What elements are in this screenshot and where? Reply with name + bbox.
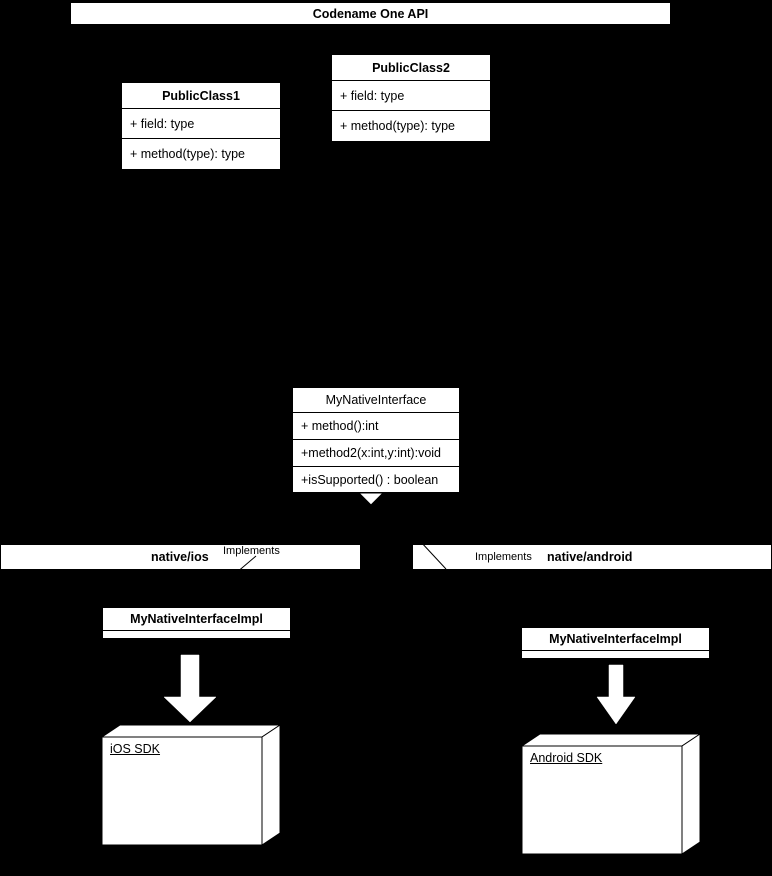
implements-leader-line-android: [419, 540, 450, 571]
interface-box-mynativeinterface: MyNativeInterface + method():int +method…: [292, 387, 460, 493]
class-box-mynativeinterfaceimpl-ios: MyNativeInterfaceImpl: [102, 607, 291, 639]
publicclass2-method: + method(type): type: [332, 110, 490, 141]
class-box-publicclass2: PublicClass2 + field: type + method(type…: [331, 54, 491, 142]
mynativeinterfaceimpl-ios-members: [103, 630, 290, 638]
mynativeinterface-title: MyNativeInterface: [293, 388, 459, 412]
publicclass1-field: + field: type: [122, 108, 280, 138]
node-ios-sdk: iOS SDK: [100, 724, 282, 846]
platform-band-native-android: native/android: [412, 544, 772, 570]
dependency-arrow-android-icon: [596, 664, 636, 725]
class-box-publicclass1: PublicClass1 + field: type + method(type…: [121, 82, 281, 170]
codename-one-api-label: Codename One API: [312, 6, 429, 21]
mynativeinterfaceimpl-android-members: [522, 650, 709, 658]
generalization-arrowhead-icon: [357, 492, 385, 506]
native-ios-label: native/ios: [151, 550, 209, 564]
ios-sdk-label: iOS SDK: [110, 742, 161, 756]
publicclass2-title: PublicClass2: [332, 55, 490, 80]
implements-leader-line-ios: [232, 555, 258, 574]
mynativeinterface-method-3: +isSupported() : boolean: [293, 466, 459, 492]
publicclass1-title: PublicClass1: [122, 83, 280, 108]
implements-label-ios: Implements: [223, 545, 280, 557]
codename-one-api-banner: Codename One API: [70, 2, 671, 25]
android-sdk-label: Android SDK: [530, 751, 603, 765]
implements-label-android: Implements: [475, 551, 532, 563]
dependency-arrow-ios-icon: [163, 654, 217, 723]
class-box-mynativeinterfaceimpl-android: MyNativeInterfaceImpl: [521, 627, 710, 659]
mynativeinterfaceimpl-ios-title: MyNativeInterfaceImpl: [103, 608, 290, 630]
native-android-label: native/android: [547, 550, 633, 564]
publicclass1-method: + method(type): type: [122, 138, 280, 169]
platform-band-native-ios: native/ios: [0, 544, 361, 570]
mynativeinterface-method-1: + method():int: [293, 412, 459, 439]
mynativeinterface-method-2: +method2(x:int,y:int):void: [293, 439, 459, 466]
node-android-sdk: Android SDK: [520, 733, 702, 855]
mynativeinterfaceimpl-android-title: MyNativeInterfaceImpl: [522, 628, 709, 650]
publicclass2-field: + field: type: [332, 80, 490, 110]
